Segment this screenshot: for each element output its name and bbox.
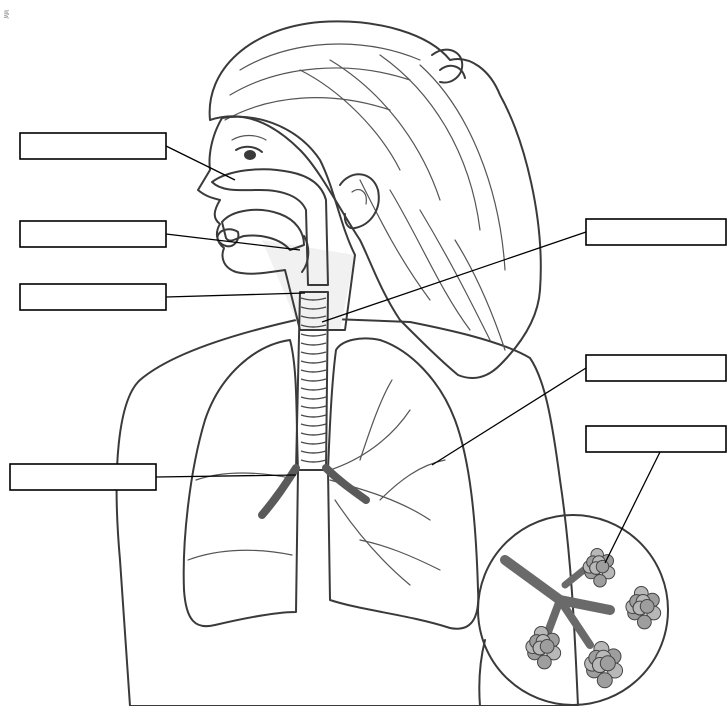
trachea-ring <box>301 379 326 381</box>
trachea-ring <box>301 415 326 417</box>
trachea-ring <box>301 370 326 372</box>
torso <box>117 318 578 706</box>
label-mouth[interactable] <box>20 221 166 247</box>
alveolus-cluster <box>626 587 661 629</box>
trachea-ring <box>301 451 326 453</box>
trachea-ring <box>301 460 326 462</box>
leader-alveoli <box>605 452 660 563</box>
leader-nasal-cavity <box>166 146 235 180</box>
label-nasal-cavity[interactable] <box>20 133 166 159</box>
trachea-ring <box>301 361 326 363</box>
leader-bronchi <box>156 475 296 477</box>
label-larynx[interactable] <box>20 284 166 310</box>
alveolus-cluster <box>526 627 561 669</box>
trachea-ring <box>301 388 326 390</box>
trachea-ring <box>301 397 326 399</box>
corner-watermark: WW <box>2 10 10 19</box>
trachea-ring <box>301 334 326 336</box>
eye-icon <box>244 150 256 160</box>
trachea-ring <box>301 406 326 408</box>
label-alveoli[interactable] <box>586 426 726 452</box>
trachea-ring <box>301 424 326 426</box>
trachea-ring <box>301 343 326 345</box>
label-bronchi[interactable] <box>10 464 156 490</box>
leader-larynx <box>166 293 305 297</box>
right-lung <box>328 338 478 628</box>
trachea-ring <box>301 433 326 435</box>
leader-lung <box>432 368 586 465</box>
label-lung[interactable] <box>586 355 726 381</box>
label-trachea[interactable] <box>586 219 726 245</box>
hair <box>210 21 541 378</box>
left-lung <box>184 340 298 626</box>
trachea-ring <box>301 352 326 354</box>
trachea-ring <box>301 442 326 444</box>
